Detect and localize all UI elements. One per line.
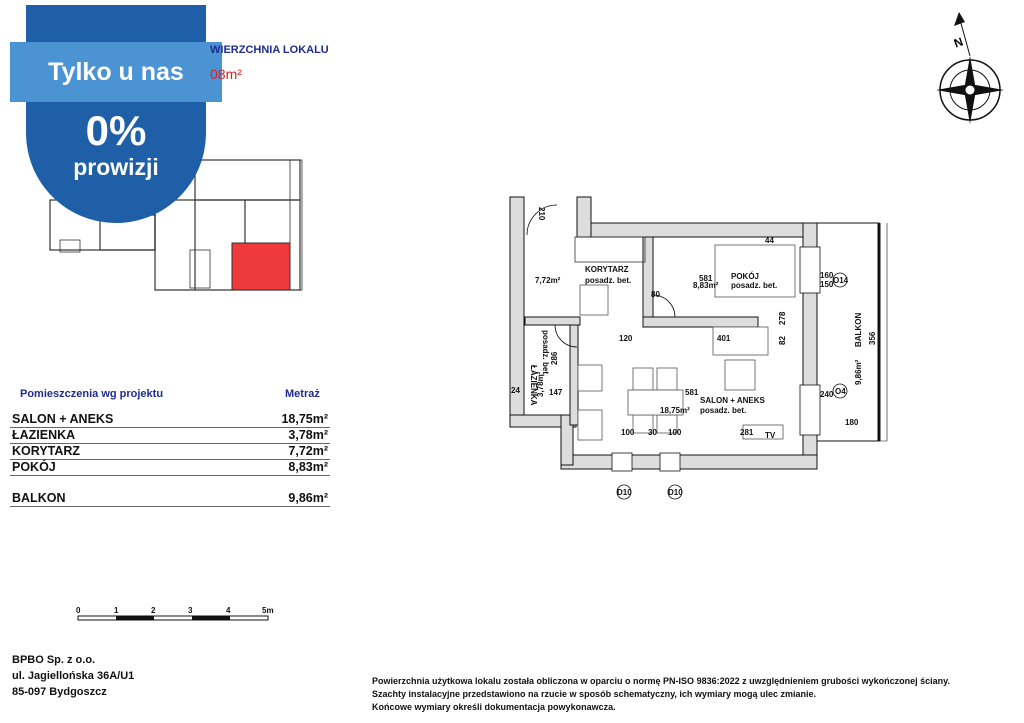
- highlighted-unit: [231, 242, 291, 291]
- scale-bar: 0 1 2 3 4 5m: [76, 606, 276, 626]
- scale-label: 4: [226, 606, 231, 615]
- dim-label: 210: [537, 207, 546, 221]
- scale-label: 0: [76, 606, 81, 615]
- table-row: KORYTARZ 7,72m²: [10, 443, 330, 460]
- dim-label: 44: [765, 236, 774, 245]
- promo-line1: Tylko u nas: [48, 57, 184, 86]
- tv-label: TV: [765, 431, 776, 440]
- dim-label: 100: [668, 428, 682, 437]
- room-area: 8,83m²: [288, 460, 328, 474]
- window-marker: D10: [668, 488, 683, 497]
- table-row: SALON + ANEKS 18,75m²: [10, 411, 330, 428]
- dim-label: 581: [685, 388, 699, 397]
- building-key-plan: [49, 159, 303, 291]
- company-street: ul. Jagiellońska 36A/U1: [12, 670, 135, 682]
- plan-area-lazienka: 3,78m²: [536, 371, 545, 397]
- room-name: KORYTARZ: [12, 444, 81, 458]
- rooms-table-heading: Pomieszczenia wg projektu: [20, 388, 164, 400]
- plan-label-korytarz: KORYTARZ: [585, 265, 629, 274]
- unit-area-value: 08m²: [210, 66, 242, 82]
- dim-label: 80: [651, 290, 660, 299]
- unit-area-label: WIERZCHNIA LOKALU: [210, 44, 329, 56]
- plan-floor-pokoj: posadz. bet.: [731, 281, 777, 290]
- promo-shield: [26, 5, 206, 223]
- company-name: BPBO Sp. z o.o.: [12, 654, 96, 666]
- plan-area-salon: 18,75m²: [660, 406, 690, 415]
- dim-label: 100: [621, 428, 635, 437]
- dim-label: 240: [820, 390, 834, 399]
- plan-floor-korytarz: posadz. bet.: [585, 276, 631, 285]
- room-area: 18,75m²: [281, 412, 328, 426]
- window-marker: D10: [617, 488, 632, 497]
- dim-label: 160: [820, 271, 834, 280]
- plan-area-korytarz: 7,72m²: [535, 276, 561, 285]
- plan-label-pokoj: POKÓJ: [731, 272, 759, 281]
- floor-plan: KORYTARZ 7,72m² posadz. bet. POKÓJ 8,83m…: [509, 196, 888, 500]
- plan-label-lazienka: ŁAZIENKA: [529, 365, 538, 406]
- scale-label: 1: [114, 606, 119, 615]
- room-area: 7,72m²: [288, 444, 328, 458]
- scale-label: 3: [188, 606, 193, 615]
- table-row: ŁAZIENKA 3,78m²: [10, 427, 330, 444]
- promo-text: prowizji: [73, 154, 159, 180]
- room-area: 3,78m²: [288, 428, 328, 442]
- room-name: SALON + ANEKS: [12, 412, 114, 426]
- plan-floor-salon: posadz. bet.: [700, 406, 746, 415]
- rooms-table-metric-heading: Metraż: [285, 388, 320, 400]
- room-name: POKÓJ: [12, 460, 56, 474]
- scale-label: 2: [151, 606, 156, 615]
- dim-label: 147: [549, 388, 563, 397]
- promo-tab: Tylko u nas: [10, 42, 222, 102]
- compass-north-label: N: [952, 35, 965, 51]
- room-name: ŁAZIENKA: [12, 428, 76, 442]
- window-marker: O14: [833, 276, 849, 285]
- company-city: 85-097 Bydgoszcz: [12, 686, 107, 698]
- dim-label: 581: [699, 274, 713, 283]
- compass-rose-icon: N: [936, 12, 1004, 124]
- promo-badge: Tylko u nas 0% prowizji: [0, 0, 230, 230]
- dim-label: 401: [717, 334, 731, 343]
- plan-area-balkon: 9,86m²: [854, 359, 863, 385]
- table-row: POKÓJ 8,83m²: [10, 459, 330, 476]
- plan-label-salon: SALON + ANEKS: [700, 396, 765, 405]
- table-row-balcony: BALKON 9,86m²: [10, 490, 330, 507]
- plan-area-pokoj: 8,83m²: [693, 281, 719, 290]
- dim-label: 278: [778, 311, 787, 325]
- dim-label: 150: [820, 280, 834, 289]
- promo-percent: 0%: [85, 107, 147, 154]
- window-marker: O4: [835, 387, 846, 396]
- dim-label: 356: [868, 331, 877, 345]
- room-area: 9,86m²: [288, 491, 328, 505]
- plan-floor-lazienka: posadz. bet.: [541, 330, 550, 376]
- note-line: Szachty instalacyjne przedstawiono na rz…: [372, 689, 816, 699]
- dim-label: 30: [648, 428, 657, 437]
- dim-label: 24: [511, 386, 520, 395]
- dim-label: 286: [550, 351, 559, 365]
- dim-label: 120: [619, 334, 633, 343]
- note-line: Końcowe wymiary określi dokumentacja pow…: [372, 702, 616, 712]
- note-line: Powierzchnia użytkowa lokalu została obl…: [372, 676, 950, 686]
- dim-label: 281: [740, 428, 754, 437]
- dim-label: 180: [845, 418, 859, 427]
- scale-label: 5m: [262, 606, 274, 615]
- plan-label-balkon: BALKON: [854, 313, 863, 347]
- room-name: BALKON: [12, 491, 66, 505]
- dim-label: 82: [778, 336, 787, 345]
